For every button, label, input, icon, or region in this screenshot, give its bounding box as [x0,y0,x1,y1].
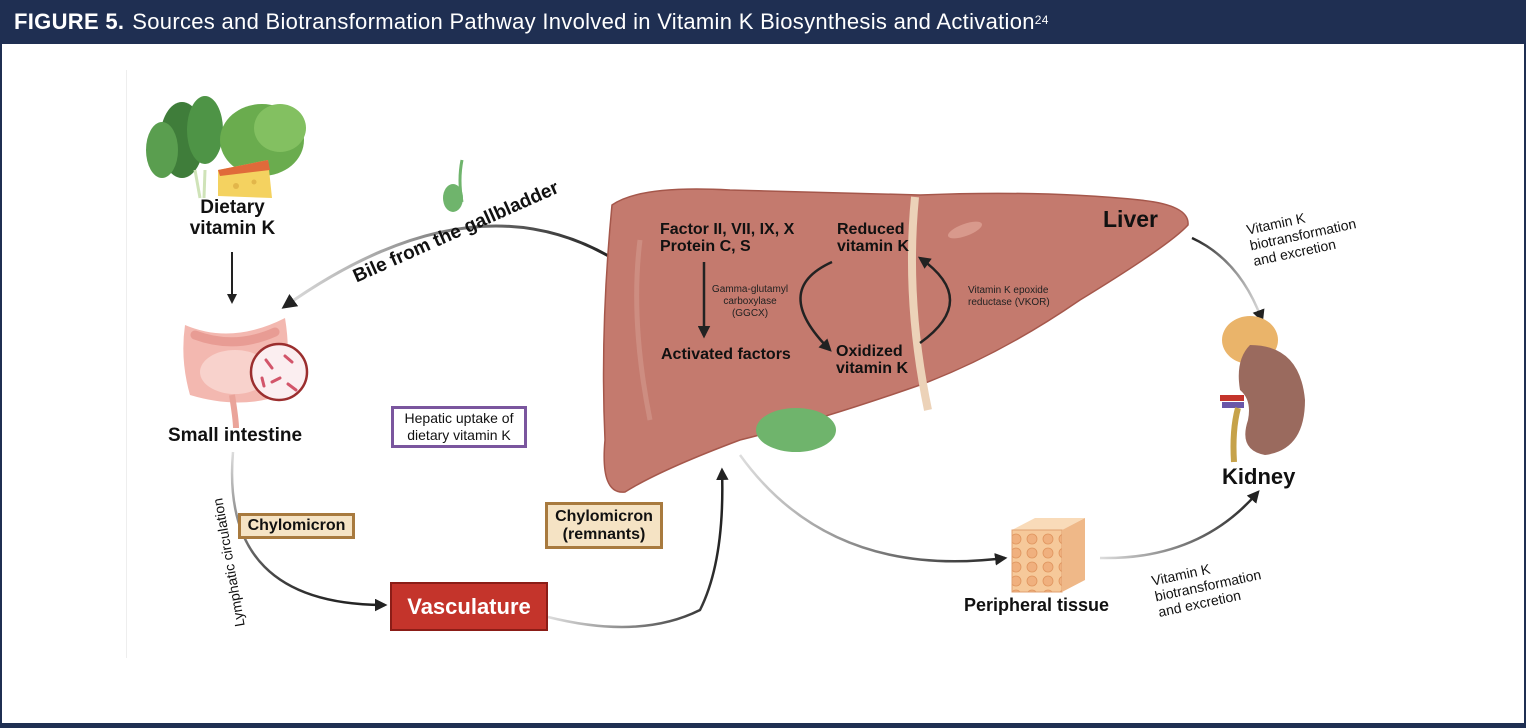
dietary-vitamin-k-label: Dietary vitamin K [180,197,285,239]
tissue-to-kidney-arrow [1099,490,1260,560]
ggcx-label: Gamma-glutamyl carboxylase (GGCX) [705,284,795,320]
gut-bacteria-icon [249,342,309,402]
liver-to-kidney-arrow [1191,236,1265,323]
gallbladder-icon [443,159,464,212]
vasculature-box: Vasculature [390,582,548,631]
figure-title: Sources and Biotransformation Pathway In… [132,9,1035,34]
activated-factors-label: Activated factors [661,346,791,363]
oxidized-line1: Oxidized [836,343,903,360]
factors-line2: Protein C, S [660,238,751,256]
peripheral-tissue-label: Peripheral tissue [964,595,1110,615]
figure-header: FIGURE 5. Sources and Biotransformation … [0,0,1526,44]
liver-label: Liver [1103,206,1158,232]
oxidation-arrow [799,260,833,352]
liver-to-tissue-arrow [738,454,1008,566]
clotting-factors-label: Factor II, VII, IX, X Protein C, S [660,221,794,256]
cheese-icon [218,160,272,198]
ggcx-line3: (GGCX) [731,308,769,319]
ggcx-line2: carboxylase [723,296,777,307]
liver-icon [602,188,1189,493]
oxidized-line2: vitamin K [836,360,909,378]
hepatic-uptake-box: Hepatic uptake of dietary vitamin K [391,406,527,448]
vkor-arrow [917,256,952,345]
factors-line1: Factor II, VII, IX, X [660,221,795,238]
reduced-vitamin-k-label: Reduced vitamin K [837,221,909,256]
figure-label: FIGURE 5. [14,9,125,34]
hepatic-line1: Hepatic uptake of [404,410,514,427]
tissue-cube-icon [1011,518,1085,593]
leafy-greens-icon [146,96,306,199]
bottom-border [0,723,1526,728]
hepatic-line2: dietary vitamin K [407,427,511,443]
bile-arrow [281,224,613,309]
vkor-label: Vitamin K epoxide reductase (VKOR) [968,285,1050,309]
small-intestine-label: Small intestine [167,425,303,446]
kidney-icon [1220,316,1305,463]
dietary-line2: vitamin K [189,217,276,239]
dietary-line1: Dietary [200,197,265,218]
vkor-line1: Vitamin K epoxide [968,285,1049,296]
vkor-line2: reductase (VKOR) [968,297,1050,308]
reduced-line2: vitamin K [837,238,910,256]
diagram-panel [126,70,1526,658]
lymphatic-arrow [230,451,388,612]
figure-reference: 24 [1034,13,1049,27]
oxidized-vitamin-k-label: Oxidized vitamin K [836,343,908,378]
vasculature-to-liver-arrow [547,467,729,629]
chylo-remnants-line2: (remnants) [562,525,646,543]
ggcx-line1: Gamma-glutamyl [711,284,789,295]
chylomicron-box: Chylomicron [238,513,355,539]
reduced-line1: Reduced [837,221,905,238]
chylomicron-remnants-box: Chylomicron (remnants) [545,502,663,549]
kidney-label: Kidney [1222,464,1296,489]
chylo-remnants-line1: Chylomicron [555,507,653,525]
